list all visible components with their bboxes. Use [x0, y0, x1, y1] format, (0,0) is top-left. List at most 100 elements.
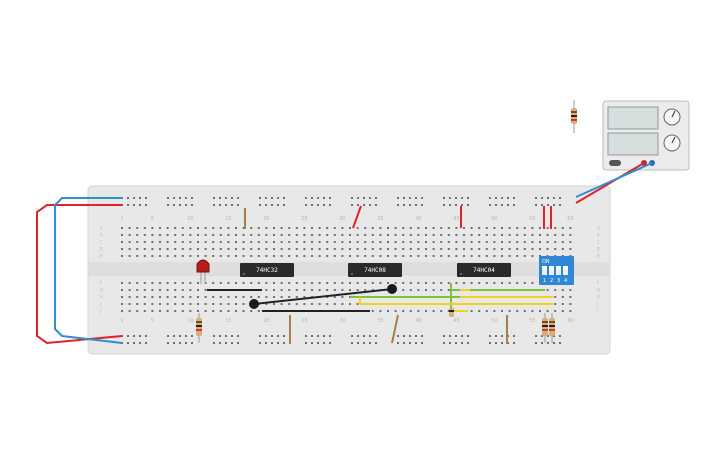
breadboard-hole[interactable] — [356, 303, 359, 305]
breadboard-hole[interactable] — [402, 248, 405, 250]
breadboard-hole[interactable] — [174, 227, 177, 229]
breadboard-hole[interactable] — [561, 227, 564, 229]
breadboard-hole[interactable] — [174, 289, 177, 291]
breadboard-hole[interactable] — [554, 296, 557, 298]
breadboard-hole[interactable] — [461, 342, 463, 344]
breadboard-hole[interactable] — [257, 248, 260, 250]
breadboard-hole[interactable] — [311, 204, 313, 206]
breadboard-hole[interactable] — [371, 289, 374, 291]
breadboard-hole[interactable] — [394, 241, 397, 243]
breadboard-hole[interactable] — [259, 342, 261, 344]
breadboard-hole[interactable] — [143, 310, 146, 312]
breadboard-hole[interactable] — [159, 282, 161, 284]
breadboard-hole[interactable] — [181, 310, 184, 312]
breadboard-hole[interactable] — [561, 303, 564, 305]
breadboard-hole[interactable] — [513, 197, 515, 199]
breadboard-hole[interactable] — [143, 227, 146, 229]
breadboard-hole[interactable] — [523, 255, 526, 257]
breadboard-hole[interactable] — [547, 335, 549, 337]
breadboard-hole[interactable] — [219, 282, 222, 284]
breadboard-hole[interactable] — [318, 303, 321, 305]
breadboard-hole[interactable] — [371, 310, 374, 312]
breadboard-hole[interactable] — [235, 227, 237, 229]
breadboard-hole[interactable] — [440, 241, 443, 243]
breadboard-hole[interactable] — [189, 282, 192, 284]
breadboard-hole[interactable] — [174, 255, 177, 257]
breadboard-hole[interactable] — [478, 248, 481, 250]
breadboard-hole[interactable] — [250, 227, 253, 229]
breadboard-hole[interactable] — [311, 303, 313, 305]
breadboard-hole[interactable] — [369, 197, 371, 199]
breadboard-hole[interactable] — [485, 241, 488, 243]
breadboard-hole[interactable] — [569, 234, 572, 236]
breadboard-hole[interactable] — [425, 227, 427, 229]
resistor-icon[interactable] — [542, 313, 548, 343]
breadboard-hole[interactable] — [265, 296, 268, 298]
breadboard-hole[interactable] — [356, 241, 359, 243]
breadboard-hole[interactable] — [333, 289, 336, 291]
breadboard-hole[interactable] — [235, 310, 237, 312]
breadboard-hole[interactable] — [265, 204, 267, 206]
breadboard-hole[interactable] — [375, 335, 377, 337]
breadboard-hole[interactable] — [508, 255, 511, 257]
breadboard-hole[interactable] — [467, 197, 469, 199]
breadboard-hole[interactable] — [329, 204, 331, 206]
breadboard-hole[interactable] — [409, 310, 412, 312]
breadboard-hole[interactable] — [379, 282, 382, 284]
breadboard-hole[interactable] — [349, 255, 351, 257]
breadboard-hole[interactable] — [250, 234, 253, 236]
breadboard-hole[interactable] — [159, 234, 161, 236]
breadboard-hole[interactable] — [531, 248, 534, 250]
breadboard-hole[interactable] — [151, 303, 154, 305]
breadboard-hole[interactable] — [143, 303, 146, 305]
breadboard-hole[interactable] — [329, 335, 331, 337]
breadboard-hole[interactable] — [189, 248, 192, 250]
breadboard-hole[interactable] — [364, 282, 367, 284]
breadboard-hole[interactable] — [219, 296, 222, 298]
breadboard-hole[interactable] — [189, 296, 192, 298]
breadboard-hole[interactable] — [273, 255, 275, 257]
breadboard-hole[interactable] — [250, 248, 253, 250]
breadboard-hole[interactable] — [379, 310, 382, 312]
breadboard-hole[interactable] — [265, 248, 268, 250]
breadboard-hole[interactable] — [159, 289, 161, 291]
breadboard-hole[interactable] — [397, 204, 399, 206]
breadboard-hole[interactable] — [356, 282, 359, 284]
breadboard-hole[interactable] — [561, 248, 564, 250]
breadboard-hole[interactable] — [166, 282, 169, 284]
breadboard-hole[interactable] — [397, 342, 399, 344]
breadboard-hole[interactable] — [489, 204, 491, 206]
breadboard-hole[interactable] — [364, 289, 367, 291]
breadboard-hole[interactable] — [402, 234, 405, 236]
breadboard-hole[interactable] — [318, 248, 321, 250]
breadboard-hole[interactable] — [204, 289, 207, 291]
breadboard-hole[interactable] — [425, 282, 427, 284]
breadboard-hole[interactable] — [257, 255, 260, 257]
breadboard-hole[interactable] — [508, 234, 511, 236]
breadboard-hole[interactable] — [478, 282, 481, 284]
breadboard-hole[interactable] — [280, 241, 283, 243]
breadboard-hole[interactable] — [179, 204, 181, 206]
breadboard-hole[interactable] — [311, 342, 313, 344]
breadboard-hole[interactable] — [181, 255, 184, 257]
breadboard-hole[interactable] — [133, 342, 135, 344]
breadboard-hole[interactable] — [478, 241, 481, 243]
breadboard-hole[interactable] — [539, 227, 541, 229]
breadboard-hole[interactable] — [219, 234, 222, 236]
breadboard-hole[interactable] — [271, 335, 273, 337]
breadboard-hole[interactable] — [197, 289, 199, 291]
breadboard-hole[interactable] — [128, 255, 131, 257]
breadboard-hole[interactable] — [371, 255, 374, 257]
breadboard-hole[interactable] — [159, 227, 161, 229]
breadboard-hole[interactable] — [197, 310, 199, 312]
breadboard-hole[interactable] — [351, 335, 353, 337]
breadboard-hole[interactable] — [128, 303, 131, 305]
breadboard-hole[interactable] — [489, 342, 491, 344]
breadboard-hole[interactable] — [273, 234, 275, 236]
breadboard-hole[interactable] — [561, 289, 564, 291]
breadboard-hole[interactable] — [235, 234, 237, 236]
breadboard-hole[interactable] — [501, 342, 503, 344]
breadboard-hole[interactable] — [204, 227, 207, 229]
breadboard-hole[interactable] — [128, 234, 131, 236]
breadboard-hole[interactable] — [231, 342, 233, 344]
